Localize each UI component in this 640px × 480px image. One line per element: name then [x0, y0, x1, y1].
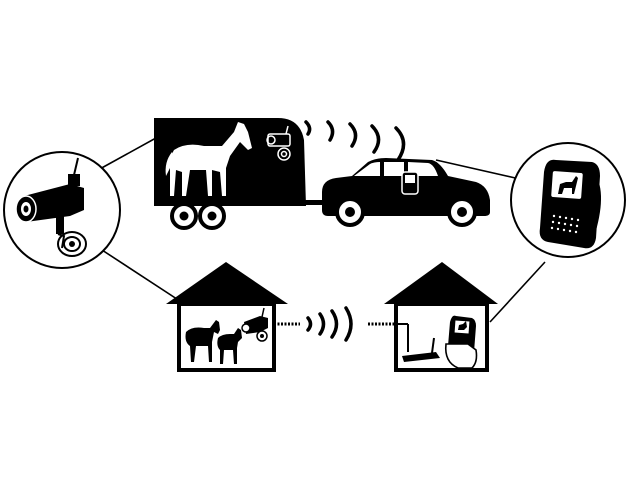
horse-icon: [165, 122, 252, 196]
home-house-icon: [384, 262, 498, 372]
right-callout-line-bottom: [489, 261, 546, 323]
wireless-signal-icon: [304, 120, 406, 162]
horse-trailer-icon: [154, 118, 326, 230]
stable-camera-icon: [241, 307, 268, 342]
camera-icon: [15, 157, 87, 257]
car-monitor-icon: [401, 171, 419, 195]
right-callout-line-top: [435, 159, 525, 181]
home-monitor-icon: [444, 315, 478, 369]
left-callout-line-bottom: [101, 249, 184, 304]
camera-callout: [3, 151, 121, 269]
callout-lines: [97, 132, 546, 323]
left-callout-line-top: [97, 132, 166, 171]
stable-horses-icon: [185, 320, 242, 364]
house-signal-icon: [306, 306, 353, 342]
car-icon: [322, 158, 490, 227]
monitor-callout: [510, 142, 626, 258]
screen-horse-icon: [558, 176, 578, 194]
handheld-monitor-icon: [539, 159, 602, 249]
stable-house-icon: [166, 262, 288, 372]
wifi-router-icon: [396, 323, 440, 362]
trailer-camera-icon: [266, 125, 291, 161]
